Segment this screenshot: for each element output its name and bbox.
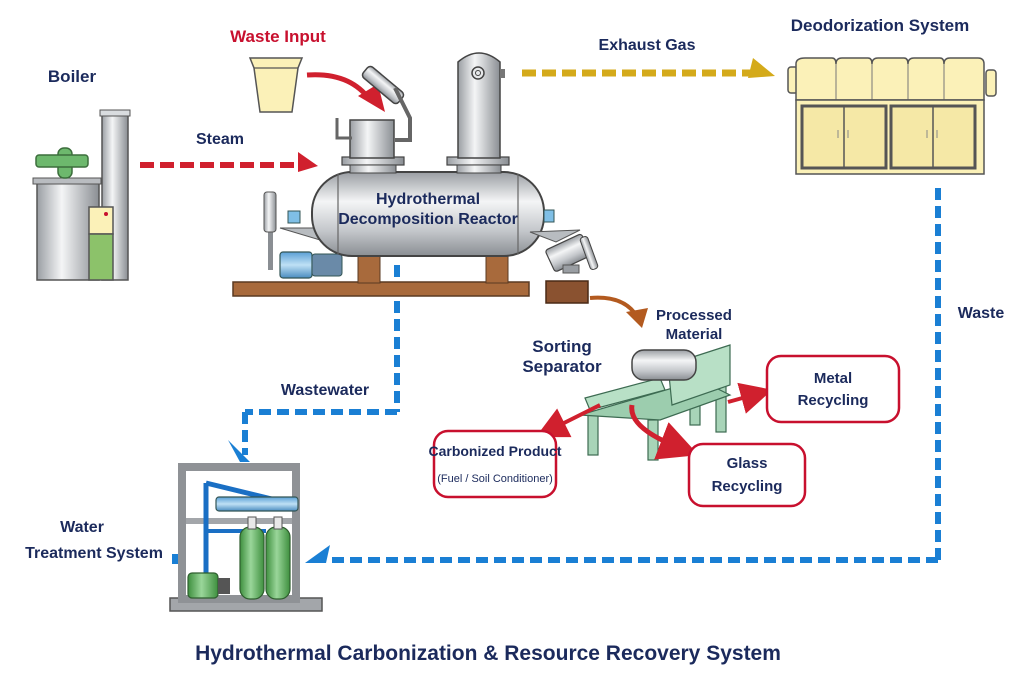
arrow-to-carbonized [535, 403, 601, 438]
reactor-motor [279, 251, 313, 279]
metal-recycling-label-2: Recycling [798, 392, 869, 409]
arrow-to-glass [629, 404, 699, 460]
carbonized-product-label: Carbonized Product [428, 443, 561, 459]
steam-label: Steam [196, 131, 244, 148]
metal-recycling-label-1: Metal [814, 370, 852, 387]
waste-label: Waste [958, 305, 1005, 322]
output-glass-recycling: Glass Recycling [687, 442, 807, 508]
exhaust-gas-label: Exhaust Gas [599, 37, 696, 54]
processed-label-2: Material [666, 326, 723, 343]
glass-recycling-label-1: Glass [727, 455, 768, 472]
steam-arrowhead [298, 152, 318, 172]
filter-tank-1 [239, 526, 265, 600]
output-metal-recycling: Metal Recycling [765, 354, 901, 424]
arrow-to-metal [727, 382, 773, 414]
exhaust-flow [522, 58, 775, 78]
waste-flow [172, 188, 941, 564]
water-pump [187, 572, 219, 599]
output-discharge [545, 280, 589, 304]
reactor-tower [457, 52, 501, 159]
filter-tank-2 [265, 526, 291, 600]
deodorization-label: Deodorization System [791, 16, 970, 35]
boiler-control-panel [88, 206, 114, 235]
reactor-platform [232, 281, 530, 297]
exhaust-arrowhead [748, 58, 775, 78]
reactor-label-1: Hydrothermal [376, 191, 480, 208]
steam-flow [140, 152, 318, 172]
separator-label-2: Separator [522, 357, 602, 376]
boiler-label: Boiler [48, 67, 97, 86]
wastewater-arrowhead [228, 440, 250, 462]
output-carbonized-product: Carbonized Product (Fuel / Soil Conditio… [428, 429, 562, 499]
deodorization-unit [787, 57, 997, 175]
diagram-title: Hydrothermal Carbonization & Resource Re… [195, 642, 781, 665]
reactor-label-2: Decomposition Reactor [338, 211, 518, 228]
water-treatment-pipe [215, 496, 299, 512]
reactor-inlet [349, 119, 395, 159]
separator-label-1: Sorting [532, 337, 592, 356]
carbonized-product-sublabel: (Fuel / Soil Conditioner) [437, 473, 553, 485]
wastewater-label: Wastewater [281, 382, 369, 399]
separator-drum [631, 349, 697, 381]
boiler [32, 109, 131, 281]
water-treatment-label-2: Treatment System [25, 545, 163, 562]
waste-arrowhead [305, 545, 330, 563]
processed-label-1: Processed [656, 307, 732, 324]
processed-arrowhead [626, 308, 648, 328]
water-treatment-unit [169, 463, 323, 612]
hydrothermal-reactor [232, 52, 599, 304]
glass-recycling-label-2: Recycling [712, 478, 783, 495]
waste-input-bin [248, 57, 304, 113]
water-treatment-label-1: Water [60, 519, 104, 536]
sorting-separator [579, 344, 732, 461]
waste-input-label: Waste Input [230, 27, 326, 46]
